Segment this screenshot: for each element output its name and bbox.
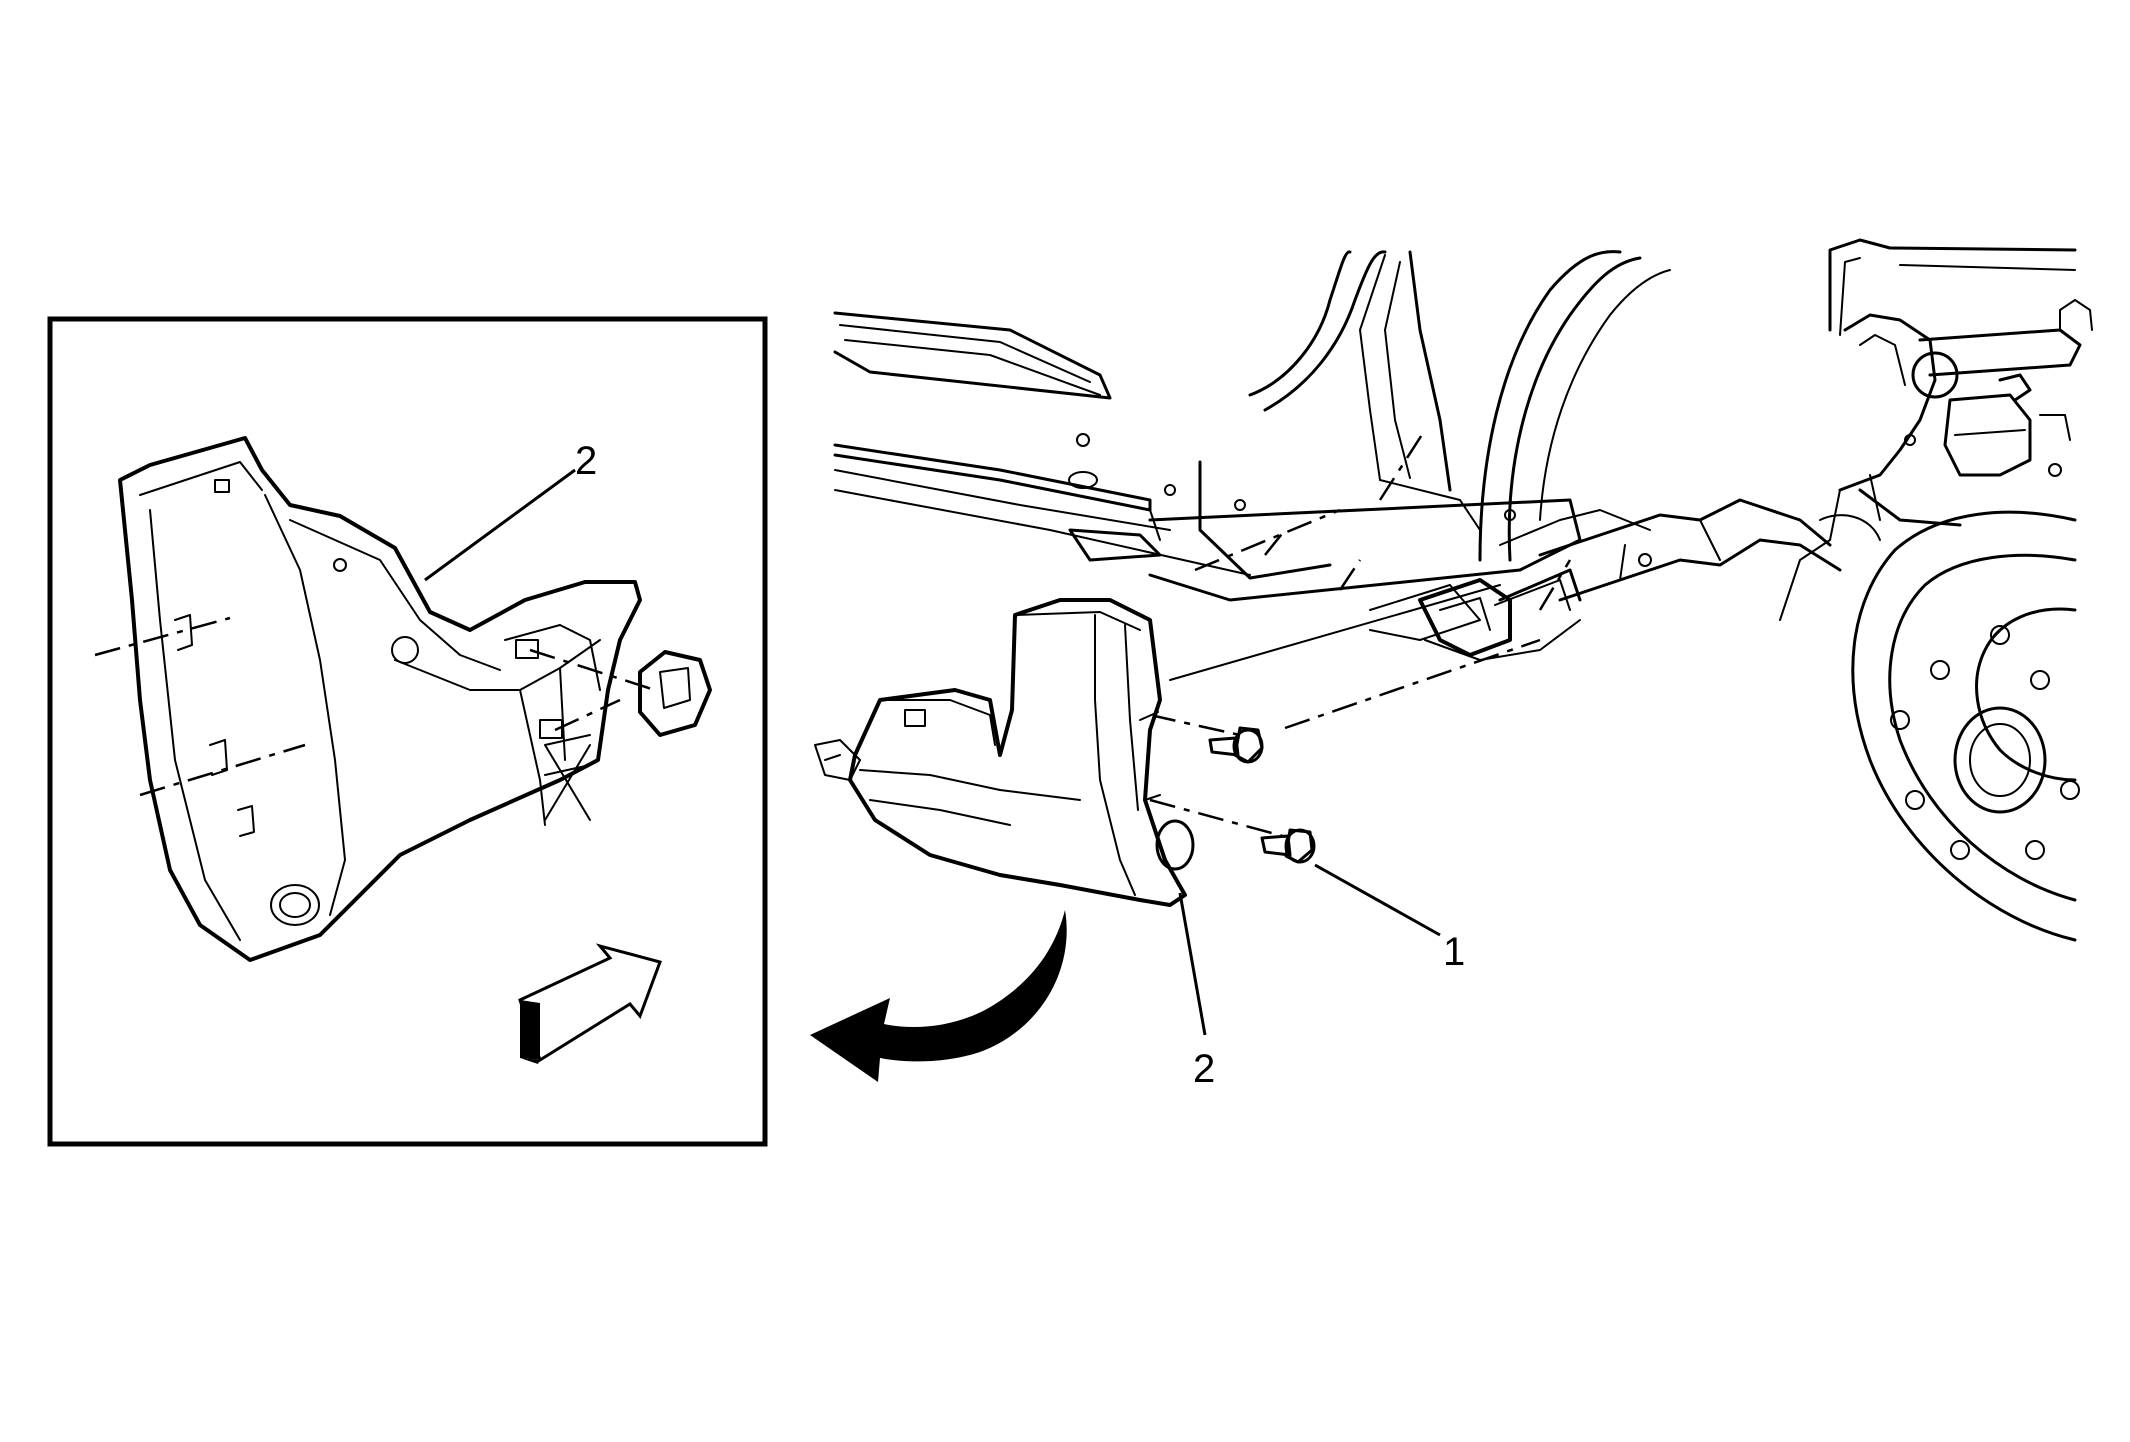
push-pin-fastener [1260,828,1316,864]
callout-label-fastener: 1 [1443,930,1465,974]
curved-arrow-icon [810,910,1067,1082]
wheel-arch [1478,250,1671,562]
frame-rail [1538,498,1881,602]
detail-inset [47,316,768,1147]
body-mount-bracket [1418,568,1582,661]
wheel-studs [1890,625,2080,860]
door-pillar [1248,250,1481,531]
main-view [810,238,2093,1082]
callout-label-detail-part: 2 [575,439,597,483]
rear-suspension [1779,238,2093,621]
wheel-hub [1851,510,2080,942]
detail-trim-panel [118,436,712,962]
rocker-sill [833,311,1332,580]
rocker-trim-panel [814,598,1195,907]
callout-label-main-part: 2 [1193,1047,1215,1091]
forward-arrow-icon [518,943,662,1064]
push-pin-fastener [1208,726,1264,764]
